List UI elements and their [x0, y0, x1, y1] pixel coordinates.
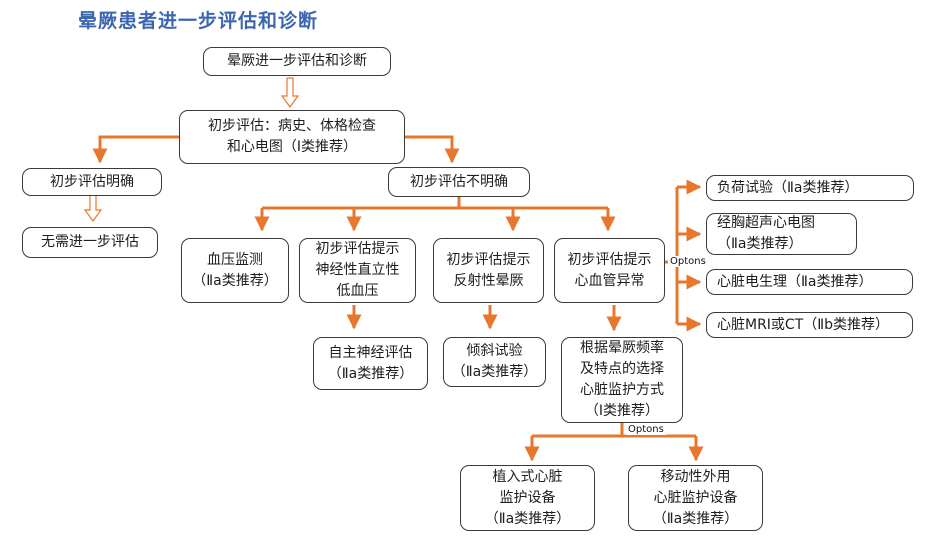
node-no-further-evaluation: 无需进一步评估 [22, 227, 158, 258]
node-initial-evaluation: 初步评估：病史、体格检查 和心电图（Ⅰ类推荐） [179, 110, 405, 164]
connector-initial-to-clear [92, 135, 182, 164]
node-stress-test: 负荷试验（Ⅱa类推荐） [706, 175, 914, 201]
node-bp-monitoring: 血压监测 （Ⅱa类推荐） [181, 238, 289, 303]
node-implantable-monitor: 植入式心脏 监护设备 （Ⅱa类推荐） [460, 465, 595, 531]
node-cardiovascular-abnormal: 初步评估提示 心血管异常 [554, 238, 665, 303]
hollow-arrow-root [280, 77, 300, 109]
node-orthostatic-hypotension: 初步评估提示 神经性直立性 低血压 [299, 238, 416, 303]
options-label-bottom: Optons [626, 424, 666, 435]
page-title: 晕厥患者进一步评估和诊断 [78, 10, 319, 32]
node-autonomic-evaluation: 自主神经评估 （Ⅱa类推荐） [313, 337, 428, 390]
options-label-right: Optons [668, 256, 708, 267]
node-reflex-syncope: 初步评估提示 反射性晕厥 [433, 238, 544, 303]
node-monitoring-choice: 根据晕厥频率 及特点的选择 心脏监护方式 （Ⅰ类推荐） [561, 337, 683, 423]
node-ep-study: 心脏电生理（Ⅱa类推荐） [706, 269, 913, 295]
node-echocardiogram: 经胸超声心电图 （Ⅱa类推荐） [706, 213, 857, 255]
node-root: 晕厥进一步评估和诊断 [203, 47, 391, 76]
node-evaluation-clear: 初步评估明确 [22, 168, 162, 196]
connector-initial-to-unclear [403, 135, 460, 164]
node-tilt-test: 倾斜试验 （Ⅱa类推荐） [443, 337, 546, 387]
node-wearable-monitor: 移动性外用 心脏监护设备 （Ⅱa类推荐） [628, 465, 763, 531]
hollow-arrow-clear [83, 194, 103, 223]
node-evaluation-unclear: 初步评估不明确 [388, 167, 530, 197]
node-mri-ct: 心脏MRI或CT（Ⅱb类推荐） [706, 312, 913, 338]
